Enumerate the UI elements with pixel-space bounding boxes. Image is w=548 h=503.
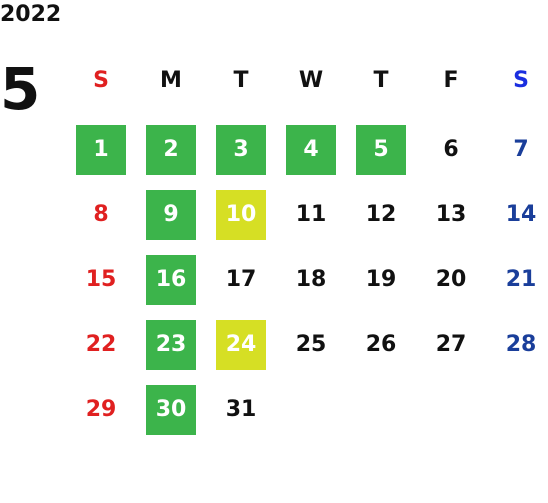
day-cell-25[interactable]: 25 [295, 332, 327, 357]
day-cell-5[interactable]: 5 [356, 125, 406, 175]
weekday-header-3: W [298, 68, 324, 93]
day-cell-17[interactable]: 17 [225, 267, 257, 292]
day-cell-31[interactable]: 31 [225, 397, 257, 422]
day-cell-24[interactable]: 24 [216, 320, 266, 370]
day-cell-2[interactable]: 2 [146, 125, 196, 175]
day-cell-1[interactable]: 1 [76, 125, 126, 175]
day-cell-28[interactable]: 28 [505, 332, 537, 357]
day-cell-13[interactable]: 13 [435, 202, 467, 227]
day-cell-19[interactable]: 19 [365, 267, 397, 292]
day-cell-12[interactable]: 12 [365, 202, 397, 227]
day-cell-10[interactable]: 10 [216, 190, 266, 240]
day-cell-11[interactable]: 11 [295, 202, 327, 227]
day-cell-21[interactable]: 21 [505, 267, 537, 292]
day-cell-18[interactable]: 18 [295, 267, 327, 292]
day-cell-29[interactable]: 29 [85, 397, 117, 422]
day-cell-23[interactable]: 23 [146, 320, 196, 370]
weekday-header-5: F [443, 68, 459, 93]
day-cell-14[interactable]: 14 [505, 202, 537, 227]
month-number: 5 [0, 55, 41, 123]
weekday-header-2: T [233, 68, 249, 93]
day-cell-15[interactable]: 15 [85, 267, 117, 292]
day-cell-27[interactable]: 27 [435, 332, 467, 357]
day-cell-26[interactable]: 26 [365, 332, 397, 357]
day-cell-9[interactable]: 9 [146, 190, 196, 240]
day-cell-30[interactable]: 30 [146, 385, 196, 435]
weekday-header-6: S [513, 68, 529, 93]
day-cell-16[interactable]: 16 [146, 255, 196, 305]
day-cell-7[interactable]: 7 [513, 137, 529, 162]
year-label: 2022 [0, 2, 62, 27]
weekday-header-4: T [373, 68, 389, 93]
weekday-header-1: M [160, 68, 182, 93]
day-cell-4[interactable]: 4 [286, 125, 336, 175]
day-cell-8[interactable]: 8 [93, 202, 109, 227]
weekday-header-0: S [93, 68, 109, 93]
day-cell-6[interactable]: 6 [443, 137, 459, 162]
day-cell-20[interactable]: 20 [435, 267, 467, 292]
day-cell-3[interactable]: 3 [216, 125, 266, 175]
day-cell-22[interactable]: 22 [85, 332, 117, 357]
